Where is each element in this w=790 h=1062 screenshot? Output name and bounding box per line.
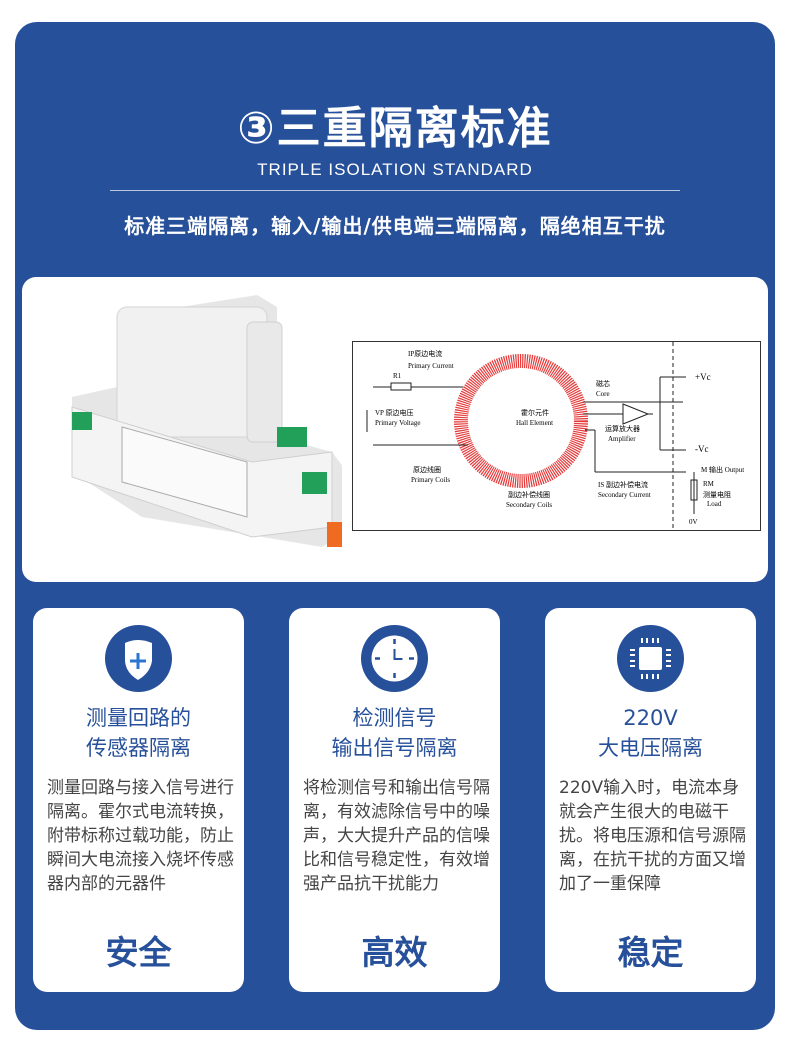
card-title: 检测信号 (352, 706, 437, 730)
diagram-label: Primary Current (408, 362, 454, 370)
card-body: 测量回路与接入信号进行隔离。霍尔式电流转换，附带标称过载功能，防止瞬间大电流接入… (47, 778, 234, 894)
feature-card-stability: 220V 大电压隔离 220V输入时，电流本身就会产生很大的电磁干扰。将电压源和信… (545, 608, 756, 992)
diagram-label: -Vc (695, 444, 709, 454)
card-body: 将检测信号和输出信号隔离，有效滤除信号中的噪声，大大提升产品的信噪比和信号稳定性… (303, 778, 490, 894)
product-image-card: IP原边电流 Primary Current R1 VP 原边电压 Primar… (22, 277, 768, 582)
diagram-label: 磁芯 (596, 379, 610, 388)
hall-sensor-diagram: IP原边电流 Primary Current R1 VP 原边电压 Primar… (352, 341, 761, 531)
diagram-label: M 输出 Output (701, 465, 744, 474)
page-title: ③三重隔离标准 (237, 103, 553, 154)
card-body: 220V输入时，电流本身就会产生很大的电磁干扰。将电压源和信号源隔离，在抗干扰的… (559, 778, 746, 894)
diagram-label: VP 原边电压 (375, 408, 413, 417)
feature-card-efficiency: 检测信号输出信号隔离 将检测信号和输出信号隔离，有效滤除信号中的噪声，大大提升产… (289, 608, 500, 992)
shield-plus-icon (105, 625, 172, 692)
card-footer: 稳定 (617, 933, 684, 972)
divider (110, 190, 680, 191)
diagram-label: Primary Coils (411, 476, 450, 484)
product-image (71, 295, 342, 547)
card-footer: 高效 (361, 933, 428, 972)
diagram-label: 霍尔元件 (521, 408, 549, 417)
diagram-label: 测量电阻 (703, 490, 731, 499)
diagram-label: R1 (393, 372, 402, 380)
diagram-label: Amplifier (608, 435, 636, 443)
card-footer: 安全 (105, 933, 172, 972)
clock-icon (361, 625, 428, 692)
page-subtitle: TRIPLE ISOLATION STANDARD (257, 160, 533, 179)
diagram-label: Hall Element (516, 419, 553, 427)
diagram-label: 副边补偿线圈 (508, 490, 550, 499)
tagline: 标准三端隔离，输入/输出/供电端三端隔离，隔绝相互干扰 (124, 214, 666, 238)
diagram-label: RM (703, 480, 715, 488)
diagram-label: IP原边电流 (408, 349, 442, 358)
card-title: 输出信号隔离 (331, 736, 458, 760)
diagram-label: 运算放大器 (605, 424, 640, 433)
card-title: 大电压隔离 (598, 736, 703, 760)
diagram-label: +Vc (695, 372, 711, 382)
diagram-label: 0V (689, 518, 698, 526)
diagram-label: IS 副边补偿电流 (598, 480, 648, 489)
diagram-label: Load (707, 500, 722, 508)
feature-card-safety: 测量回路的传感器隔离 测量回路与接入信号进行隔离。霍尔式电流转换，附带标称过载功… (33, 608, 244, 992)
card-title: 220V (623, 706, 678, 730)
diagram-label: Primary Voltage (375, 419, 420, 427)
diagram-label: Secondary Current (598, 491, 651, 499)
diagram-label: Secondary Coils (506, 501, 552, 509)
chip-icon (617, 625, 684, 692)
diagram-label: 原边线圈 (413, 465, 441, 474)
diagram-label: Core (596, 390, 610, 398)
card-title: 传感器隔离 (86, 736, 191, 760)
card-title: 测量回路的 (86, 706, 191, 730)
